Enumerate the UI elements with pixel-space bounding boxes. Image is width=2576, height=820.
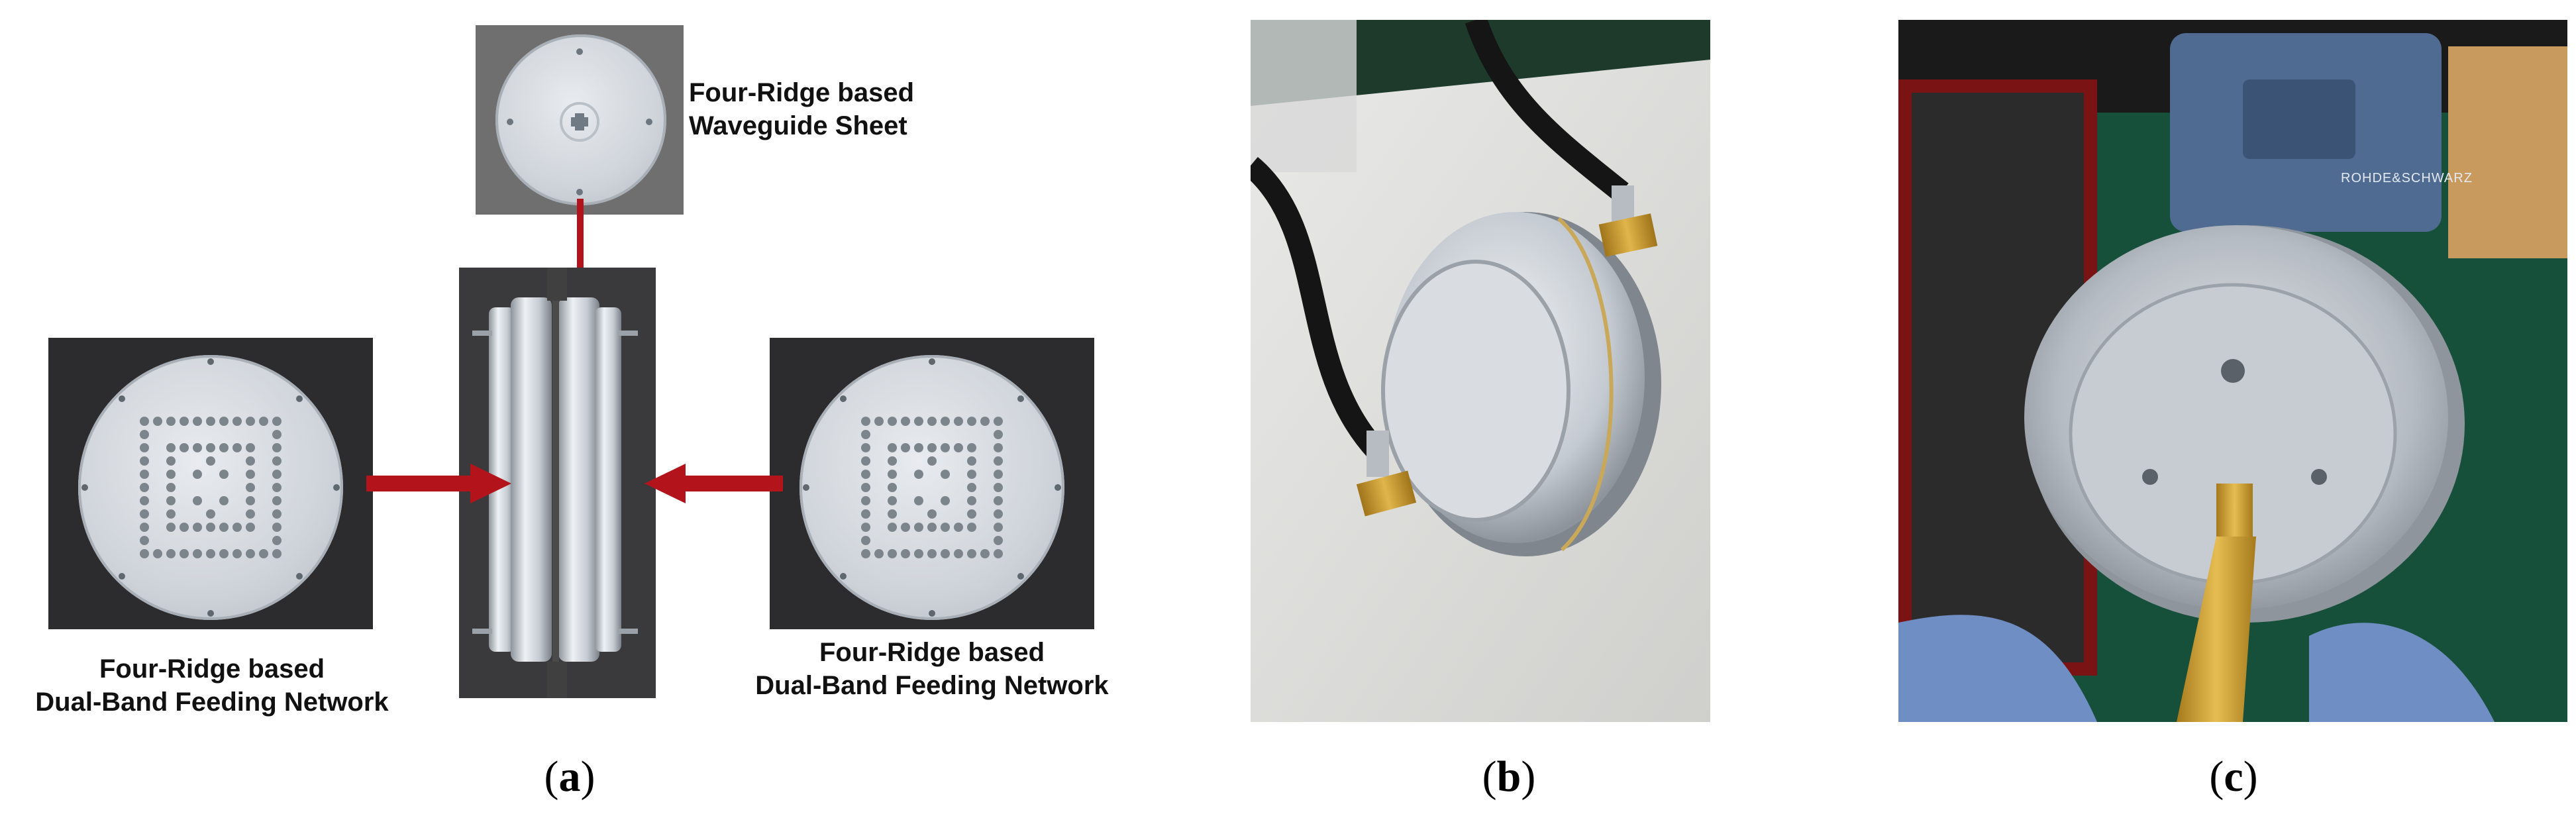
- waveguide-sheet-label: Four-Ridge based Waveguide Sheet: [689, 78, 915, 140]
- right-arrow-head: [644, 464, 686, 503]
- caption-c: (c): [2209, 752, 2258, 801]
- waveguide-sheet-photo: [476, 25, 684, 215]
- left-arrow-head: [470, 464, 511, 503]
- left-feeding-network-label: Four-Ridge based Dual-Band Feeding Netwo…: [35, 654, 389, 717]
- caption-a: (a): [544, 752, 595, 801]
- caption-b: (b): [1482, 752, 1536, 801]
- rohde-schwarz-logo: ROHDE&SCHWARZ: [2341, 171, 2473, 185]
- left-feeding-network-photo: [48, 338, 373, 629]
- antenna-measurement-photo-c: ROHDE&SCHWARZ: [1898, 20, 2567, 722]
- right-feeding-network-label: Four-Ridge based Dual-Band Feeding Netwo…: [755, 638, 1109, 700]
- right-feeding-network-photo: [770, 338, 1094, 629]
- antenna-photo-b: [1251, 20, 1710, 722]
- left-arrow-shaft: [366, 476, 472, 491]
- right-arrow-shaft: [684, 476, 783, 491]
